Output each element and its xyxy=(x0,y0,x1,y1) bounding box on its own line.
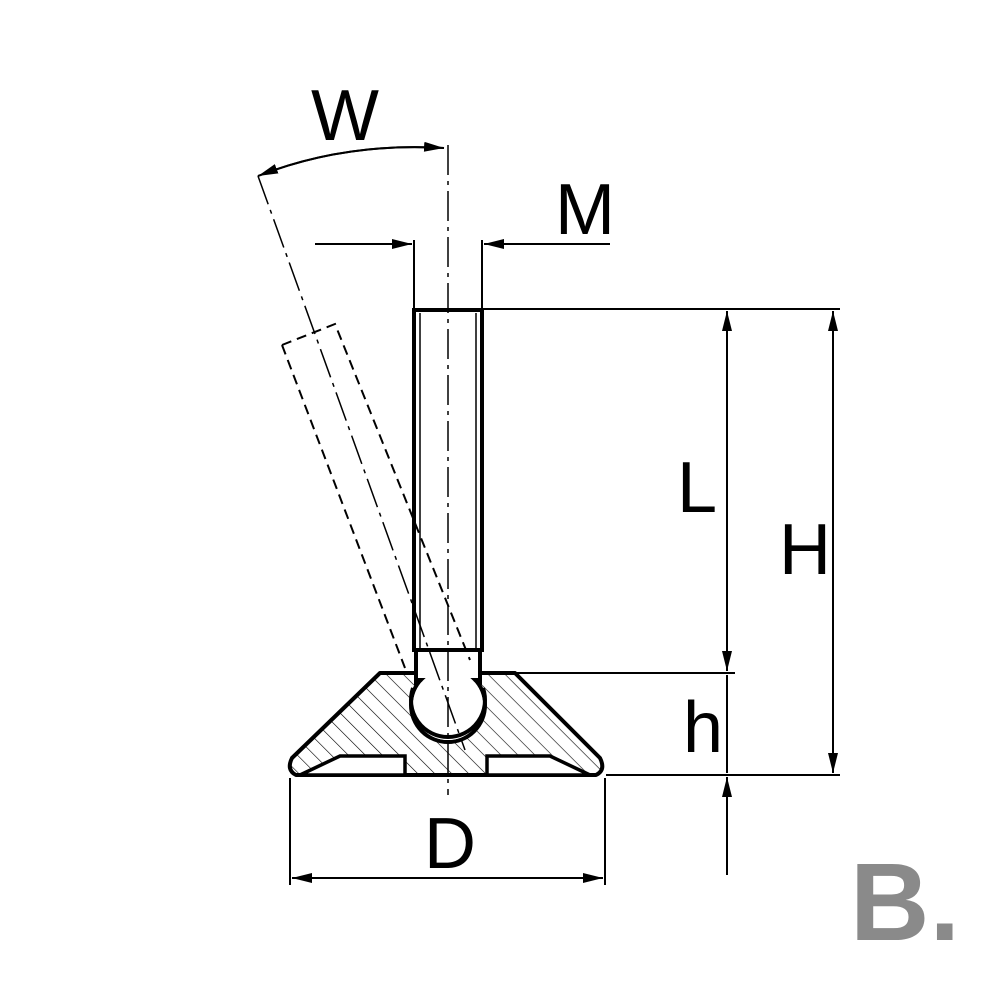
label-w: W xyxy=(311,76,379,156)
label-m: M xyxy=(555,170,615,250)
tilted-stud-phantom xyxy=(281,322,471,669)
label-h-base: h xyxy=(683,688,723,768)
label-d: D xyxy=(424,804,476,884)
brand-logo: B. xyxy=(850,841,960,964)
label-l: L xyxy=(677,448,717,528)
dimension-lines xyxy=(257,141,840,885)
center-lines xyxy=(257,145,466,795)
label-h-total: H xyxy=(779,510,831,590)
